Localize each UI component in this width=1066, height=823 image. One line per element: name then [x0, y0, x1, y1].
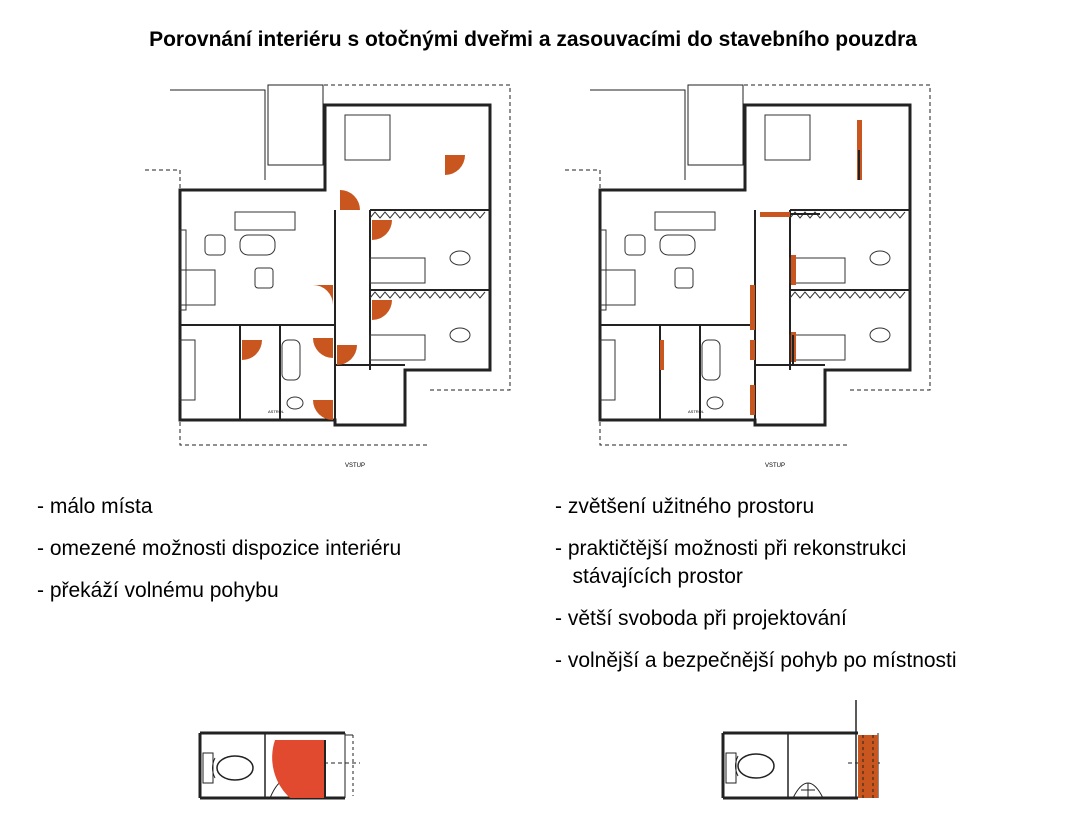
pocket-door-leaves	[790, 150, 860, 365]
entrance-label: VSTUP	[345, 463, 365, 469]
list-item: - překáží volnému pohybu	[37, 579, 279, 602]
page-title: Porovnání interiéru s otočnými dveřmi a …	[149, 28, 917, 51]
furniture	[599, 114, 891, 410]
list-item: - omezené možnosti dispozice interiéru	[37, 537, 402, 560]
terrace	[267, 84, 324, 166]
toilet-label: ASTROL	[688, 409, 705, 414]
outer-walls	[178, 103, 492, 427]
list-item: - volnější a bezpečnější pohyb po místno…	[555, 649, 957, 672]
furniture	[179, 114, 471, 410]
balcony-outline	[170, 89, 266, 180]
toilet-label: ASTROL	[268, 409, 285, 414]
inner-walls	[600, 209, 910, 420]
closets	[789, 211, 906, 299]
property-outline-left	[145, 169, 430, 446]
bathroom-detail-hinged-door	[198, 731, 360, 800]
pocket-door-slot	[858, 735, 878, 798]
list-item: - praktičtější možnosti při rekonstrukci…	[555, 537, 907, 588]
property-outline-top	[268, 84, 511, 391]
property-outline-top	[688, 84, 931, 391]
inner-walls	[180, 209, 490, 420]
floor-plan-hinged-doors: VSTUP ASTROL	[145, 84, 511, 469]
bathroom-detail-pocket-door	[721, 700, 883, 800]
list-item: - větší svoboda při projektování	[555, 607, 847, 630]
hinged-door-drawbacks-list: - málo místa - omezené možnosti dispozic…	[37, 493, 401, 619]
entrance-label: VSTUP	[765, 463, 785, 469]
hinged-door-swing	[272, 740, 325, 798]
list-item: - zvětšení užitného prostoru	[555, 495, 815, 518]
pocket-door-leaf	[862, 735, 874, 798]
floor-plan-pocket-doors: VSTUP ASTROL	[565, 84, 931, 469]
property-outline-left	[565, 169, 850, 446]
terrace	[687, 84, 744, 166]
closets	[369, 211, 486, 299]
pocket-door-benefits-list: - zvětšení užitného prostoru - praktičtě…	[555, 493, 957, 689]
outer-walls	[598, 103, 912, 427]
hinged-door-swings	[242, 155, 465, 420]
list-item: - málo místa	[37, 495, 153, 518]
balcony-outline	[590, 89, 686, 180]
